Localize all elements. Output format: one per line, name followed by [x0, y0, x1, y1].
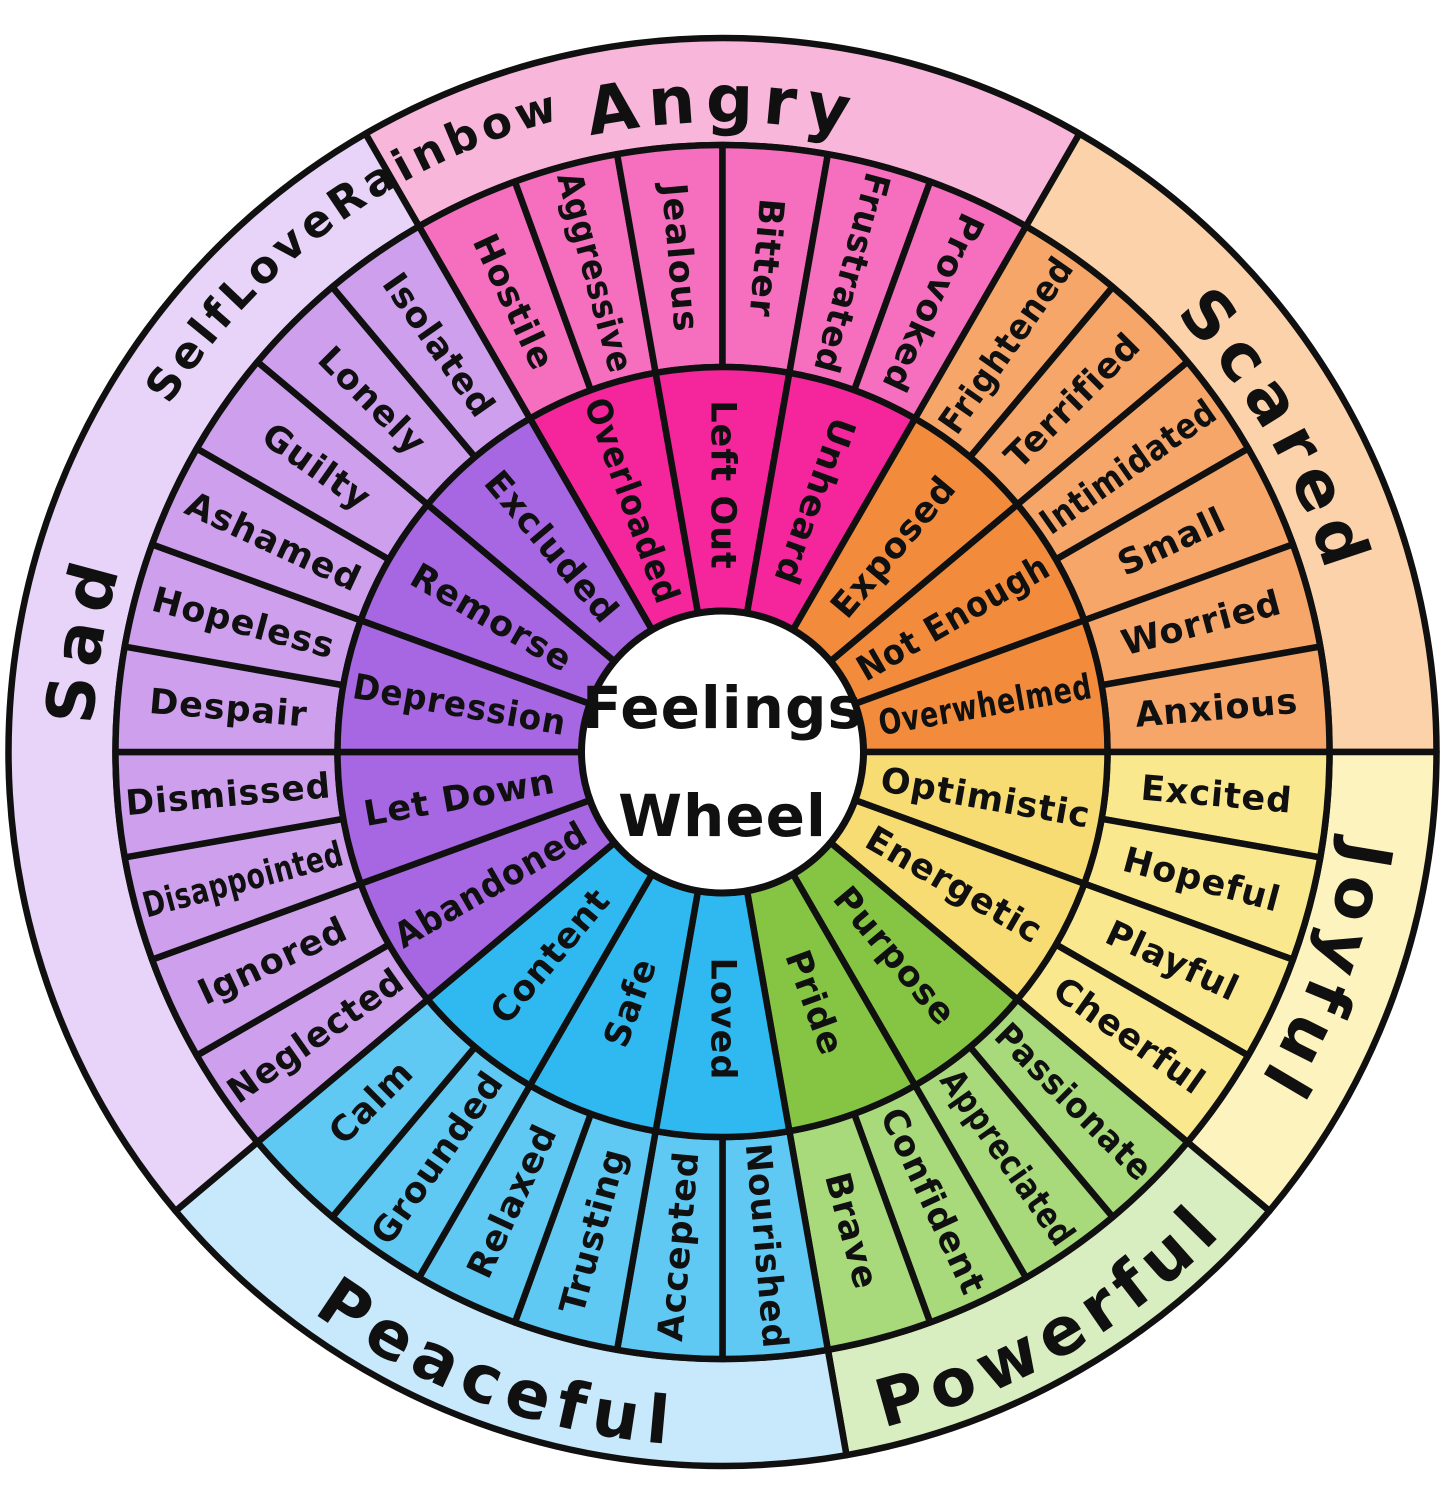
segment-label-loved: Loved	[703, 958, 743, 1081]
section-label-angry: Angry	[580, 61, 864, 152]
segment-label-left-out: Left Out	[703, 400, 743, 570]
wheel-title-line2: Wheel	[618, 782, 827, 850]
center-circle	[578, 607, 867, 897]
wheel-title-line1: Feelings	[582, 674, 863, 742]
